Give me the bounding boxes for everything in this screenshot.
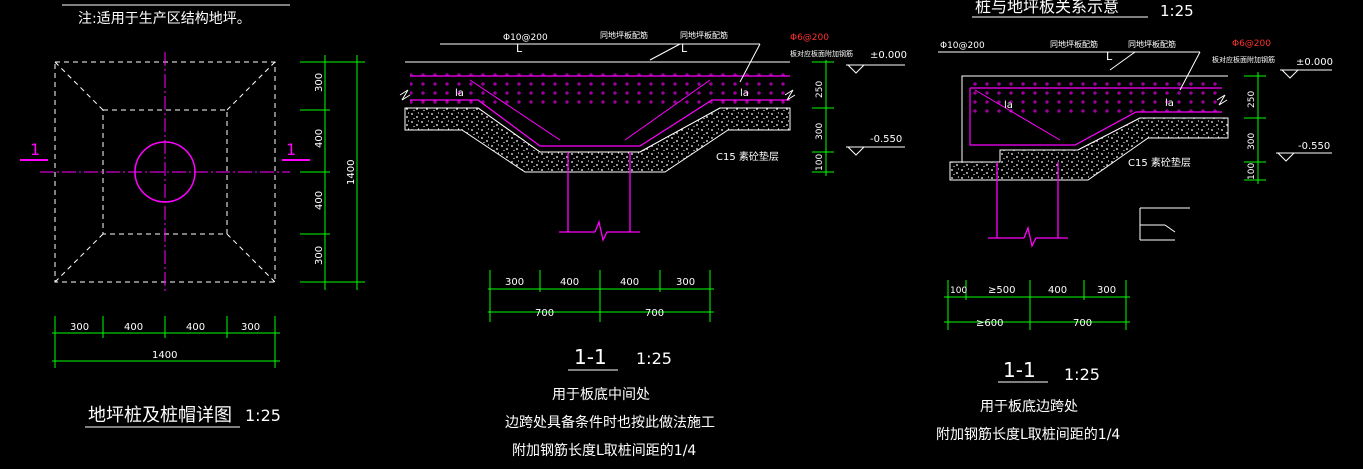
mid-note-1: 用于板底中间处 (552, 387, 650, 403)
right-label-la: la (1004, 100, 1013, 111)
right-level-top: ±0.000 (1296, 57, 1333, 68)
right-dim-b6: 700 (1073, 318, 1092, 329)
right-label-la2: la (1165, 98, 1174, 109)
mid-dim-r2: 300 (815, 123, 825, 140)
mid-dim-b3: 400 (620, 277, 639, 288)
section-mark-left: 1 (30, 140, 40, 159)
right-dim-b3: 400 (1048, 285, 1067, 296)
pile-right (988, 162, 1068, 248)
right-add-rebar: 板对应板面附加钢筋 (1212, 55, 1275, 64)
right-label-top1: 同地坪板配筋 (1050, 39, 1098, 49)
mid-note-3: 附加钢筋长度L取桩间距的1/4 (512, 442, 696, 459)
right-label-L: L (1106, 50, 1113, 63)
right-dim-b5: ≥600 (976, 318, 1003, 329)
right-dim-b4: 300 (1097, 285, 1116, 296)
mid-label-la2: la (740, 88, 749, 99)
right-dim-b1: 100 (950, 286, 967, 296)
left-dim-r4: 300 (314, 246, 325, 265)
right-dim-r3: 100 (1247, 163, 1257, 180)
left-note: 注:适用于生产区结构地坪。 (78, 11, 251, 27)
left-dims-right (300, 55, 365, 290)
left-dim-r1: 300 (314, 73, 325, 92)
mid-label-la: la (455, 88, 464, 99)
right-header: 桩与地坪板关系示意 (975, 0, 1119, 16)
mid-section-title: 1-1 (574, 345, 607, 369)
left-dim-r-total: 1400 (346, 160, 357, 185)
mid-label-top2: 同地坪板配筋 (680, 30, 728, 40)
mid-layer-label: C15 素砼垫层 (716, 150, 779, 163)
mid-note-2: 边跨处具备条件时也按此做法施工 (505, 414, 715, 431)
right-label-top2: 同地坪板配筋 (1128, 39, 1176, 49)
mid-dim-b1: 300 (505, 277, 524, 288)
left-scale: 1:25 (245, 406, 281, 425)
left-dim-r3: 400 (314, 191, 325, 210)
right-level-bottom: -0.550 (1298, 141, 1330, 152)
c15-cushion (404, 107, 791, 173)
right-scale: 1:25 (1064, 365, 1100, 384)
left-dims-bottom (52, 316, 280, 368)
left-dim-b4: 300 (241, 322, 260, 333)
mid-dim-b4: 300 (676, 277, 695, 288)
mid-dims-bottom (488, 270, 714, 322)
right-note-1: 用于板底边跨处 (980, 399, 1078, 415)
left-dim-b3: 400 (186, 322, 205, 333)
mid-dims-right (812, 60, 834, 176)
right-header-scale: 1:25 (1160, 2, 1194, 20)
section-mark-right: 1 (286, 140, 296, 159)
mid-scale: 1:25 (636, 349, 672, 368)
left-dim-b2: 400 (124, 322, 143, 333)
mid-dim-r1: 250 (815, 81, 825, 98)
left-detail: 注:适用于生产区结构地坪。 1 1 300 400 400 300 (20, 4, 365, 428)
right-dim-b2: ≥500 (988, 285, 1015, 296)
right-c15-cushion (949, 117, 1229, 181)
mid-add-rebar: 板对应板面附加钢筋 (790, 49, 853, 58)
mid-dim-b2: 400 (560, 277, 579, 288)
left-title: 地坪桩及桩帽详图 (88, 405, 232, 426)
mid-label-L2: L (681, 42, 688, 55)
left-dim-b1: 300 (70, 322, 89, 333)
mid-red-rebar: Φ6@200 (790, 33, 829, 43)
right-dims-right (1244, 72, 1266, 184)
left-dim-b-total: 1400 (152, 350, 177, 361)
right-layer-label: C15 素砼垫层 (1128, 156, 1191, 169)
right-dim-r2: 300 (1247, 133, 1257, 150)
right-section-title: 1-1 (1003, 358, 1036, 382)
pile-middle (559, 152, 640, 242)
middle-detail: Φ10@200 L L la la 同地坪板配筋 同地坪板配筋 Φ6@200 板… (399, 30, 907, 459)
mid-label-L: L (516, 42, 523, 55)
mid-dim-b6: 700 (645, 308, 664, 319)
right-note-2: 附加钢筋长度L取桩间距的1/4 (936, 426, 1120, 443)
mid-dim-r3: 100 (815, 154, 825, 171)
mid-rebar-label: Φ10@200 (503, 33, 548, 43)
right-detail: 桩与地坪板关系示意 1:25 Φ10@200 L la (936, 0, 1333, 443)
right-dims-bottom (944, 280, 1130, 330)
mid-dim-b5: 700 (535, 308, 554, 319)
mid-level-bottom: -0.550 (870, 134, 902, 145)
right-small-symbol (1139, 207, 1190, 241)
mid-level-top: ±0.000 (870, 50, 907, 61)
left-dim-r2: 400 (314, 129, 325, 148)
mid-label-top1: 同地坪板配筋 (600, 30, 648, 40)
right-dim-r1: 250 (1247, 91, 1257, 108)
right-red-rebar: Φ6@200 (1232, 39, 1271, 49)
right-rebar-label: Φ10@200 (940, 41, 985, 51)
